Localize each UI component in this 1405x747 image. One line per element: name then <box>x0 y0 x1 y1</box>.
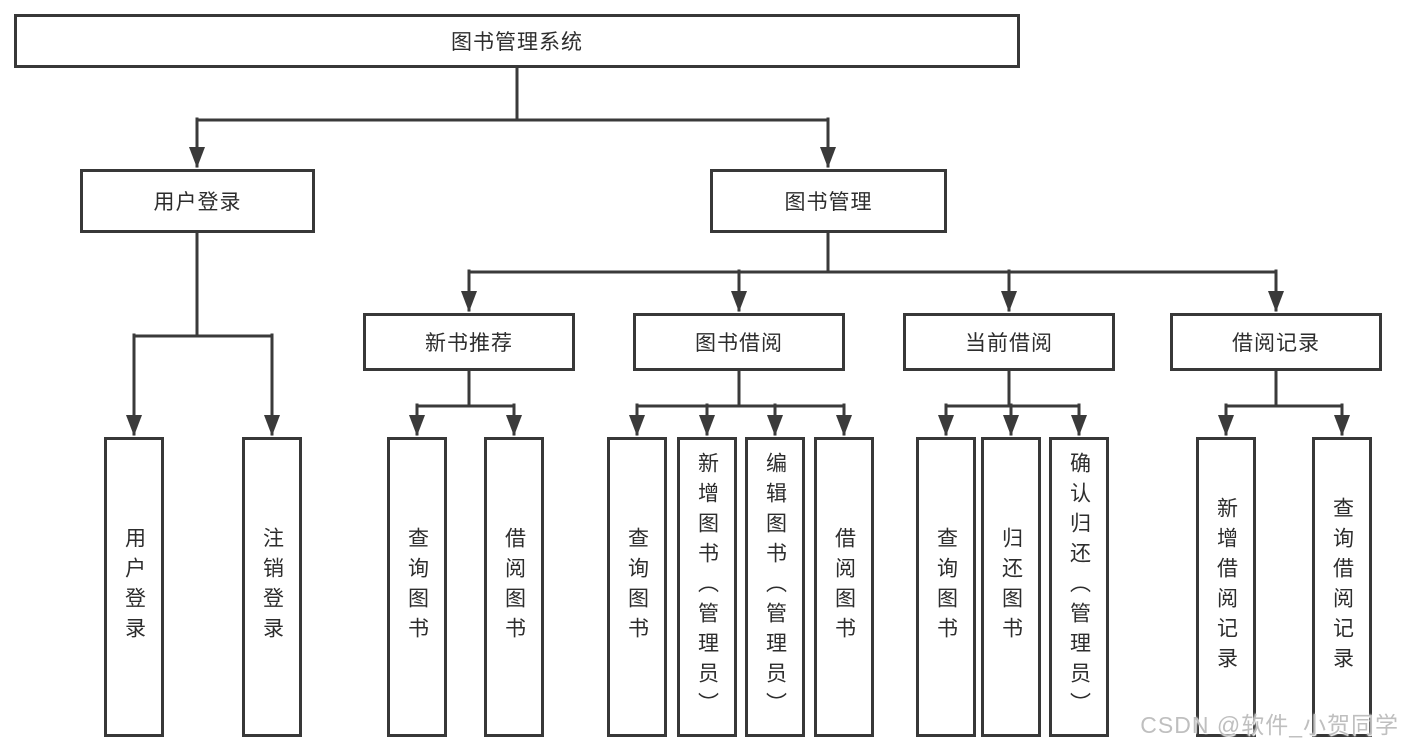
node-book-borrowing-label: 图书借阅 <box>695 332 783 355</box>
leaf-logout: 注销登录 <box>242 437 302 737</box>
node-user-login-label: 用户登录 <box>153 191 242 214</box>
leaf-add-books-admin: 新增图书（管理员） <box>677 437 737 737</box>
leaf-confirm-return-admin-label: 确认归还（管理员） <box>1067 452 1091 722</box>
csdn-watermark: CSDN @软件_小贺同学 <box>1140 712 1399 738</box>
leaf-return-books: 归还图书 <box>981 437 1041 737</box>
leaf-query-books-3: 查询图书 <box>916 437 976 737</box>
leaf-borrow-books-2: 借阅图书 <box>814 437 874 737</box>
leaf-add-books-admin-label: 新增图书（管理员） <box>695 452 719 722</box>
node-current-borrowing-label: 当前借阅 <box>965 332 1053 355</box>
node-new-book-recommend: 新书推荐 <box>363 313 575 371</box>
node-current-borrowing: 当前借阅 <box>903 313 1115 371</box>
node-borrowing-records-label: 借阅记录 <box>1232 332 1320 355</box>
node-root: 图书管理系统 <box>14 14 1020 68</box>
leaf-logout-label: 注销登录 <box>260 527 284 647</box>
leaf-borrow-books-1: 借阅图书 <box>484 437 544 737</box>
leaf-query-books-1-label: 查询图书 <box>405 527 429 647</box>
leaf-user-login-label: 用户登录 <box>122 527 146 647</box>
node-new-book-recommend-label: 新书推荐 <box>425 332 513 355</box>
node-book-management: 图书管理 <box>710 169 947 233</box>
leaf-borrow-books-1-label: 借阅图书 <box>502 527 526 647</box>
leaf-edit-books-admin: 编辑图书（管理员） <box>745 437 805 737</box>
node-root-label: 图书管理系统 <box>451 31 583 54</box>
leaf-add-borrow-record-label: 新增借阅记录 <box>1214 497 1238 677</box>
node-borrowing-records: 借阅记录 <box>1170 313 1382 371</box>
node-user-login: 用户登录 <box>80 169 315 233</box>
leaf-query-books-1: 查询图书 <box>387 437 447 737</box>
node-book-management-label: 图书管理 <box>784 191 873 214</box>
leaf-add-borrow-record: 新增借阅记录 <box>1196 437 1256 737</box>
leaf-confirm-return-admin: 确认归还（管理员） <box>1049 437 1109 737</box>
node-book-borrowing: 图书借阅 <box>633 313 845 371</box>
leaf-query-borrow-record: 查询借阅记录 <box>1312 437 1372 737</box>
leaf-user-login: 用户登录 <box>104 437 164 737</box>
leaf-borrow-books-2-label: 借阅图书 <box>832 527 856 647</box>
leaf-return-books-label: 归还图书 <box>999 527 1023 647</box>
leaf-query-books-3-label: 查询图书 <box>934 527 958 647</box>
leaf-query-borrow-record-label: 查询借阅记录 <box>1330 497 1354 677</box>
leaf-query-books-2: 查询图书 <box>607 437 667 737</box>
leaf-edit-books-admin-label: 编辑图书（管理员） <box>763 452 787 722</box>
leaf-query-books-2-label: 查询图书 <box>625 527 649 647</box>
